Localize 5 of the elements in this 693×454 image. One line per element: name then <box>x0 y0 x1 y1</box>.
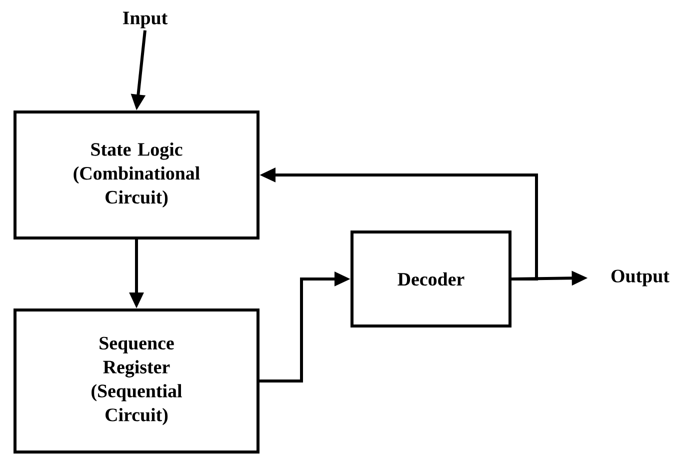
process-box: State Logic (Combinational Circuit) <box>14 110 260 240</box>
signal-label: Input <box>123 12 168 28</box>
process-box: Decoder <box>350 230 512 328</box>
process-box: Sequence Register (Sequential Circuit) <box>14 308 260 454</box>
signal-label: Output <box>611 270 670 286</box>
